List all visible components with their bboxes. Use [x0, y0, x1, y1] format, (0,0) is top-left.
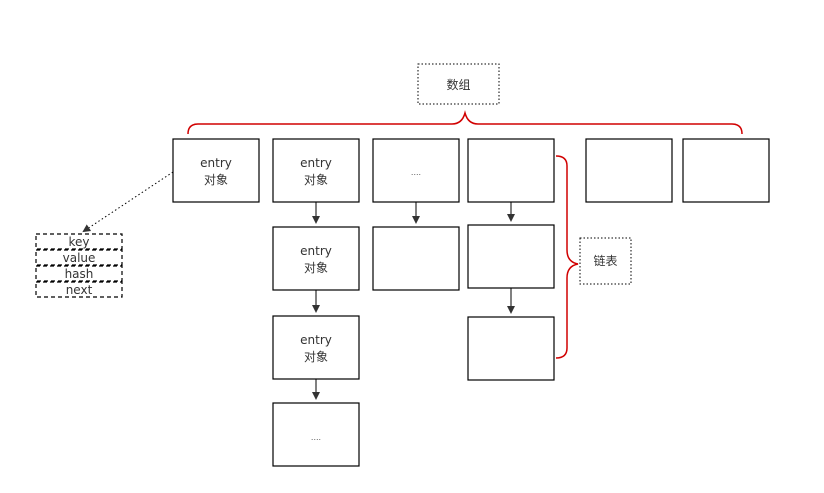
array-label-box: 数组	[417, 63, 500, 105]
entry-fields: key value hash next	[35, 233, 123, 298]
array-cell	[682, 138, 770, 203]
chain-node	[372, 226, 460, 291]
svg-text:对象: 对象	[304, 261, 328, 275]
entry-field-box	[35, 249, 123, 266]
svg-text:对象: 对象	[304, 350, 328, 364]
svg-text:....: ....	[311, 433, 321, 442]
chain-node	[467, 316, 555, 381]
svg-text:entry: entry	[200, 156, 232, 170]
entry-field-key: key	[68, 235, 89, 249]
svg-text:entry: entry	[300, 333, 332, 347]
entry-field-value: value	[63, 251, 96, 265]
array-cell	[585, 138, 673, 203]
entry-field-box	[35, 265, 123, 282]
chain-node	[467, 224, 555, 289]
svg-text:对象: 对象	[204, 173, 228, 187]
array-cell: entry 对象	[172, 138, 260, 203]
chain-node: ....	[272, 402, 360, 467]
svg-text:....: ....	[411, 168, 421, 177]
array-cell: ....	[372, 138, 460, 203]
array-cell	[467, 138, 555, 203]
array-cell: entry 对象	[272, 138, 360, 203]
array-label: 数组	[446, 77, 470, 92]
entry-field-box	[35, 281, 123, 298]
linked-list-label-box: 链表	[579, 237, 632, 285]
entry-field-next: next	[66, 283, 93, 297]
entry-field-box	[35, 233, 123, 250]
entry-field-hash: hash	[65, 267, 94, 281]
chain-node: entry 对象	[272, 315, 360, 380]
chain-node: entry 对象	[272, 226, 360, 291]
array-brace	[187, 110, 743, 135]
svg-text:entry: entry	[300, 156, 332, 170]
linked-list-brace	[555, 155, 579, 359]
linked-list-label: 链表	[593, 253, 617, 268]
svg-text:entry: entry	[300, 244, 332, 258]
entry-fields-connector	[82, 171, 174, 233]
svg-text:对象: 对象	[304, 173, 328, 187]
